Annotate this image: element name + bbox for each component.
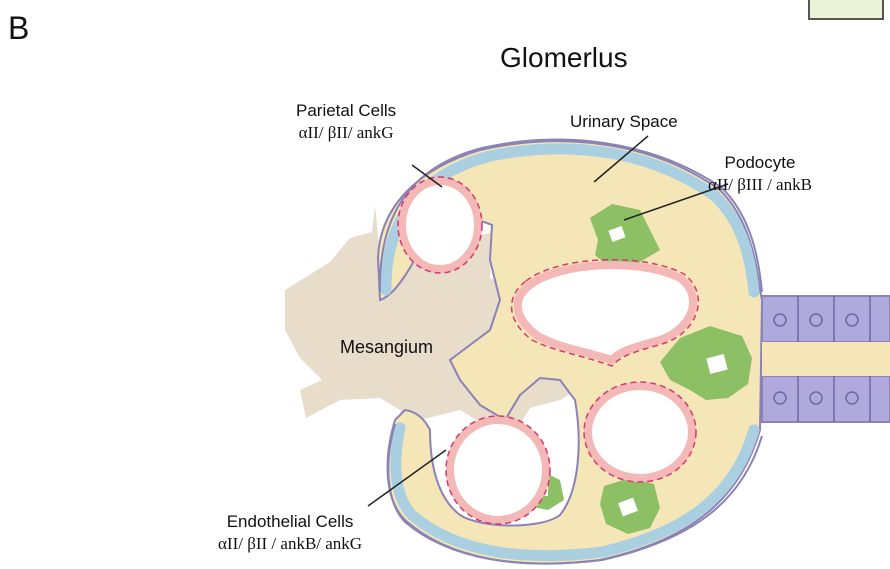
parietal-cells-name: Parietal Cells — [296, 100, 396, 122]
podocyte-subunits: αII/ βIII / ankB — [708, 174, 812, 196]
urinary-space-label: Urinary Space — [570, 111, 678, 133]
urinary-space-name: Urinary Space — [570, 111, 678, 133]
tubule-wall-top — [762, 296, 890, 342]
capillary-lower-left — [450, 420, 546, 520]
capillary-upper — [402, 181, 478, 269]
tubule-lumen — [762, 342, 890, 376]
panel-letter: B — [8, 10, 29, 46]
mesangium-label: Mesangium — [340, 336, 433, 358]
endothelial-cells-name: Endothelial Cells — [218, 511, 362, 533]
podocyte-label: Podocyte αII/ βIII / ankB — [708, 152, 812, 196]
endothelial-cells-label: Endothelial Cells αII/ βII / ankB/ ankG — [218, 511, 362, 555]
parietal-cells-subunits: αII/ βII/ ankG — [296, 122, 396, 144]
parietal-cells-label: Parietal Cells αII/ βII/ ankG — [296, 100, 396, 144]
endothelial-cells-subunits: αII/ βII / ankB/ ankG — [218, 533, 362, 555]
podocyte-name: Podocyte — [708, 152, 812, 174]
diagram-title: Glomerlus — [500, 42, 628, 74]
tubule-wall-bottom — [762, 376, 890, 422]
capillary-lower-middle — [588, 386, 692, 478]
